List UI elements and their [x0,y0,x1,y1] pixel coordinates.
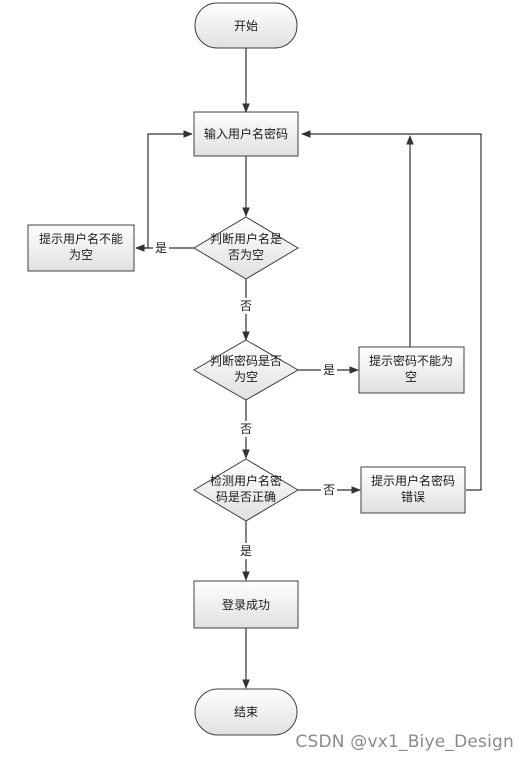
node-start-label: 开始 [234,19,258,33]
node-warn-error-line2: 错误 [401,490,425,504]
node-warn-username: 提示用户名不能 为空 [27,224,135,272]
node-warn-password-line1: 提示密码不能为 [369,353,453,368]
node-check-correct: 检测用户名密 码是否正确 [193,458,299,522]
node-warn-password: 提示密码不能为 空 [358,346,465,394]
node-check-username-line2: 否为空 [228,248,264,262]
node-end-label: 结束 [234,705,258,719]
edge-labels: 是 否 是 否 否 是 [153,240,337,559]
node-warn-password-line2: 空 [405,370,417,384]
node-login-ok-label: 登录成功 [222,597,270,612]
node-input: 输入用户名密码 [193,111,299,157]
node-start: 开始 [194,2,298,49]
edge-warn-error-loop [301,130,482,491]
label-password-no: 否 [240,422,252,436]
node-check-password-line1: 判断密码是否 [210,353,282,368]
node-check-correct-line2: 码是否正确 [216,490,276,504]
node-warn-username-line2: 为空 [69,248,93,262]
node-warn-username-line1: 提示用户名不能 [39,231,123,246]
watermark: CSDN @vx1_Biye_Design [295,732,514,752]
node-input-label: 输入用户名密码 [204,126,288,141]
node-end: 结束 [194,688,298,736]
node-check-password: 判断密码是否 为空 [192,339,300,401]
label-username-yes: 是 [155,241,167,255]
node-check-correct-line1: 检测用户名密 [210,473,282,488]
node-warn-error-line1: 提示用户名密码 [371,473,455,488]
label-username-no: 否 [240,299,252,313]
node-warn-error: 提示用户名密码 错误 [360,466,466,514]
node-check-password-line2: 为空 [234,370,258,384]
label-correct-yes: 是 [240,544,252,558]
node-check-username: 判断用户名是 否为空 [193,216,299,280]
label-correct-no: 否 [323,483,335,497]
node-login-ok: 登录成功 [193,580,299,629]
edge-warn-username-loop [136,130,193,249]
label-password-yes: 是 [323,363,335,377]
node-check-username-line1: 判断用户名是 [210,231,282,246]
